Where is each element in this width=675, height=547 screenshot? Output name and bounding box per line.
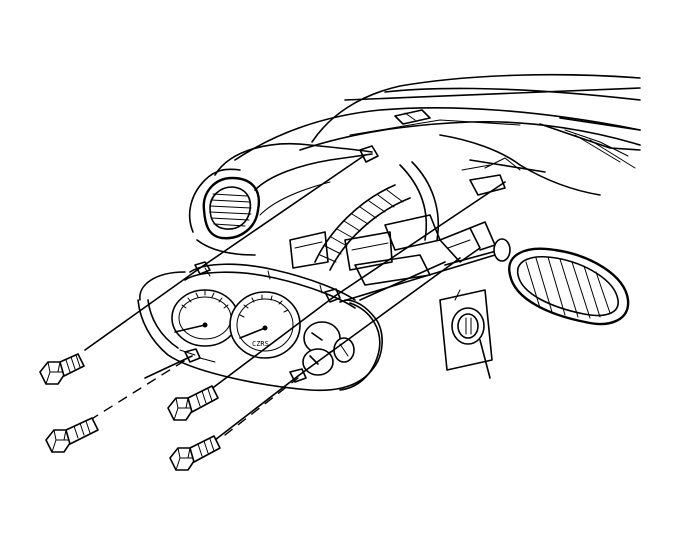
- mount-boss-upper-left: [194, 261, 211, 275]
- screw-leader-lines: [84, 154, 506, 441]
- mount-boss-lower-left: [184, 348, 201, 363]
- mount-boss-upper-right: [324, 288, 341, 303]
- air-vent-left: [202, 176, 261, 240]
- ignition-switch: [439, 238, 511, 379]
- steering-column: [289, 145, 506, 286]
- dashboard-panel: [188, 73, 641, 256]
- instrument-cluster: CZRS: [137, 261, 383, 392]
- air-vent-right: [508, 247, 630, 326]
- mounting-screw-2: [45, 417, 99, 453]
- mounting-screw-3: [167, 385, 219, 421]
- gauge-readout: CZRS: [252, 340, 269, 348]
- mounting-screw-1: [39, 353, 85, 385]
- mounting-screw-4: [169, 435, 221, 471]
